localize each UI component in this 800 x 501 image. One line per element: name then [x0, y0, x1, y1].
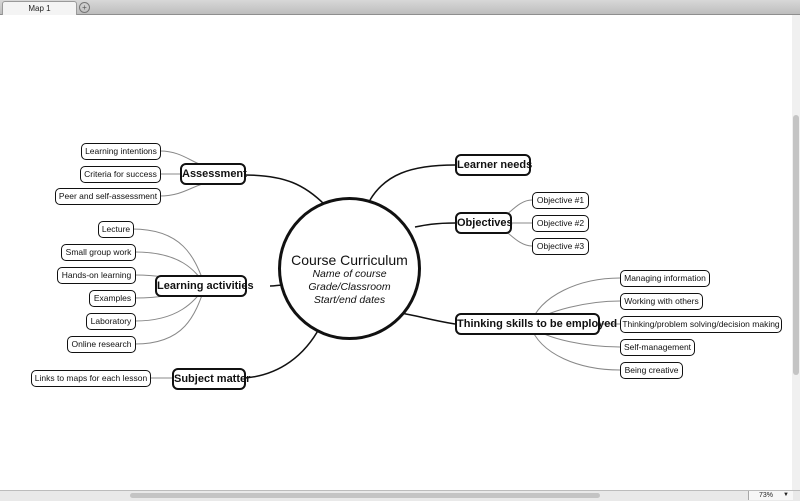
subtopic-online-research[interactable]: Online research: [67, 336, 136, 353]
subtopic-managing-information[interactable]: Managing information: [620, 270, 710, 287]
subtopic-hands-on-learning[interactable]: Hands-on learning: [57, 267, 136, 284]
horizontal-scroll-thumb[interactable]: [130, 493, 600, 498]
subtopic-being-creative[interactable]: Being creative: [620, 362, 683, 379]
tab-map-1[interactable]: Map 1: [2, 1, 77, 15]
subtopic-peer-and-self-assessment[interactable]: Peer and self-assessment: [55, 188, 161, 205]
central-topic[interactable]: Course Curriculum Name of course Grade/C…: [278, 197, 421, 340]
subtopic-objective-3[interactable]: Objective #3: [532, 238, 589, 255]
subtopic-working-with-others[interactable]: Working with others: [620, 293, 703, 310]
zoom-value: 73%: [759, 492, 774, 499]
vertical-scrollbar[interactable]: [792, 15, 800, 490]
central-topic-line: Start/end dates: [313, 294, 386, 306]
subtopic-lecture[interactable]: Lecture: [98, 221, 134, 238]
topic-learner-needs[interactable]: Learner needs: [455, 154, 532, 176]
topic-assessment[interactable]: Assessment: [180, 163, 247, 185]
chevron-down-icon: ▼: [783, 492, 789, 498]
subtopic-examples[interactable]: Examples: [89, 290, 136, 307]
mind-map-canvas[interactable]: Course Curriculum Name of course Grade/C…: [0, 15, 792, 490]
branch-subject-matter: [244, 326, 321, 379]
central-topic-line: Name of course: [312, 268, 387, 280]
subtopic-small-group-work[interactable]: Small group work: [61, 244, 136, 261]
subtopic-self-management[interactable]: Self-management: [620, 339, 695, 356]
zoom-select[interactable]: 73% ▼: [748, 491, 793, 500]
subtopic-criteria-for-success[interactable]: Criteria for success: [80, 166, 161, 183]
topic-objectives[interactable]: Objectives: [455, 212, 513, 234]
branch-learner-needs: [369, 164, 456, 201]
central-topic-line: Grade/Classroom: [308, 281, 391, 293]
branch-assessment: [244, 174, 326, 206]
central-topic-title: Course Curriculum: [291, 252, 408, 268]
subtopic-problem-solving[interactable]: Thinking/problem solving/decision making: [620, 316, 782, 333]
vertical-scroll-thumb[interactable]: [793, 115, 799, 375]
subtopic-laboratory[interactable]: Laboratory: [86, 313, 136, 330]
bottom-bar: 73% ▼: [0, 490, 800, 501]
subtopic-objective-2[interactable]: Objective #2: [532, 215, 589, 232]
tab-bar: Map 1 +: [0, 0, 800, 15]
subtopic-links-to-maps[interactable]: Links to maps for each lesson: [31, 370, 151, 387]
subtopic-learning-intentions[interactable]: Learning intentions: [81, 143, 161, 160]
subtopic-objective-1[interactable]: Objective #1: [532, 192, 589, 209]
topic-thinking-skills[interactable]: Thinking skills to be employed: [455, 313, 617, 335]
topic-subject-matter[interactable]: Subject matter: [172, 368, 250, 390]
add-tab-icon[interactable]: +: [79, 2, 90, 13]
branch-objectives: [414, 222, 456, 228]
topic-learning-activities[interactable]: Learning activities: [155, 275, 254, 297]
branch-thinking-skills: [399, 312, 456, 325]
